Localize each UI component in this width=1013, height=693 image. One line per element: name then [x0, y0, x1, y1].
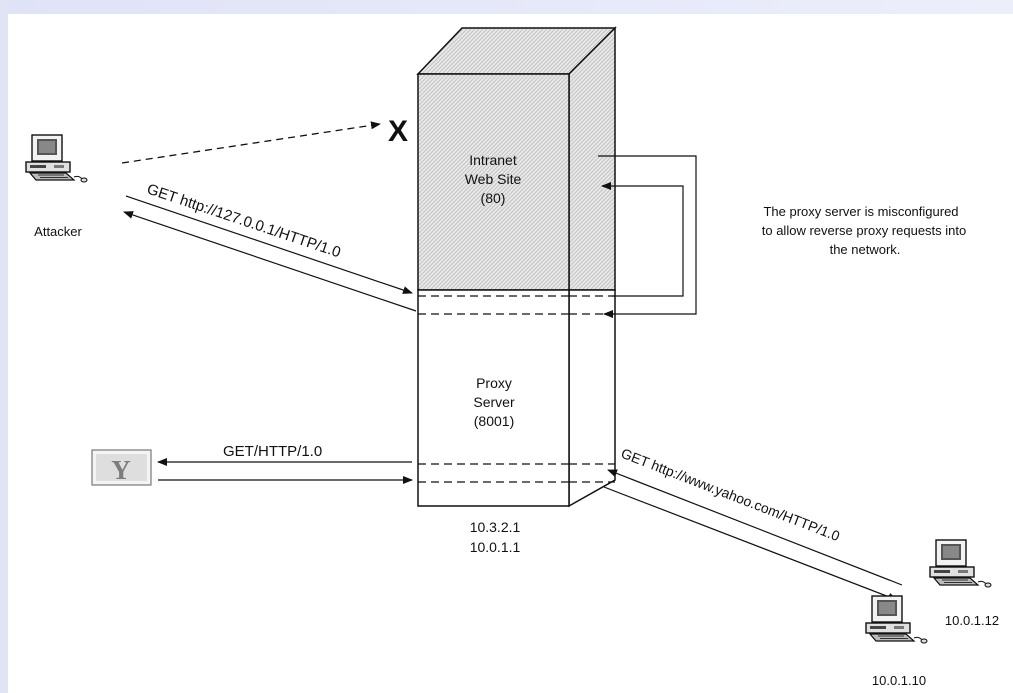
- proxy-label-line1: Proxy: [476, 375, 512, 391]
- attacker-label: Attacker: [34, 224, 82, 239]
- client-computer-icon-1: [930, 540, 991, 587]
- yahoo-logo-icon: Y: [92, 450, 151, 485]
- note-line3: the network.: [830, 242, 901, 257]
- blocked-attempt-arrow: [122, 124, 380, 163]
- attacker-computer-icon: [26, 135, 87, 182]
- web-site-label-line2: Web Site: [465, 171, 522, 187]
- yahoo-logo-letter: Y: [111, 455, 131, 485]
- note-line1: The proxy server is misconfigured: [763, 204, 958, 219]
- web-site-label-line1: Intranet: [469, 152, 517, 168]
- proxy-label-line2: Server: [473, 394, 515, 410]
- attacker-request-arrow: [126, 196, 412, 293]
- client-computer-icon-2: [866, 596, 927, 643]
- blocked-x-mark: X: [388, 115, 408, 148]
- note-line2: to allow reverse proxy requests into: [762, 223, 966, 238]
- client-ip-2: 10.0.1.10: [872, 673, 926, 688]
- client-request-label: GET http://www.yahoo.com/HTTP/1.0: [619, 445, 842, 544]
- proxy-ip-2: 10.0.1.1: [470, 539, 521, 555]
- client-ip-1: 10.0.1.12: [945, 613, 999, 628]
- attacker-request-label: GET http://127.0.0.1/HTTP/1.0: [145, 181, 343, 262]
- proxy-label-line3: (8001): [474, 413, 514, 429]
- yahoo-request-label: GET/HTTP/1.0: [223, 443, 322, 460]
- client-request-arrow: [608, 470, 902, 585]
- server-box: [418, 28, 615, 506]
- proxy-ip-1: 10.3.2.1: [470, 519, 521, 535]
- web-site-label-line3: (80): [481, 190, 506, 206]
